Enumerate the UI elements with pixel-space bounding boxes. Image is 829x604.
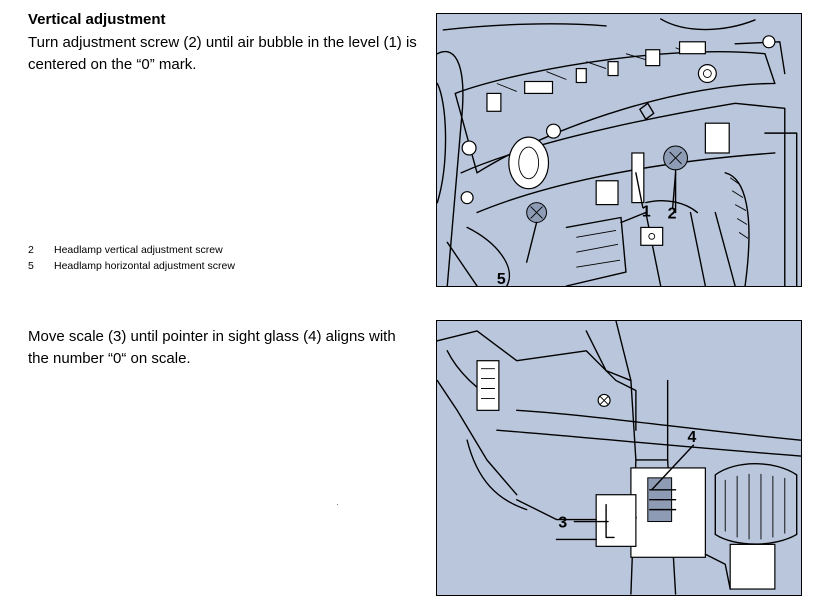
sight-glass-scale-illustration: 4 3 [436, 320, 802, 596]
callout-level: 1 [642, 204, 651, 221]
scale-adjustment-instruction: Move scale (3) until pointer in sight gl… [28, 328, 396, 367]
legend-item-text: Headlamp vertical adjustment screw [54, 244, 223, 256]
figure-legend: 2 Headlamp vertical adjustment screw 5 H… [28, 242, 235, 274]
legend-item-number: 5 [28, 260, 34, 272]
callout-vertical-screw: 2 [668, 205, 677, 222]
legend-item-text: Headlamp horizontal adjustment screw [54, 260, 235, 272]
vertical-adjustment-instruction: Turn adjustment screw (2) until air bubb… [28, 34, 417, 73]
legend-item: 5 Headlamp horizontal adjustment screw [28, 258, 235, 274]
legend-item: 2 Headlamp vertical adjustment screw [28, 242, 235, 258]
headlamp-adjustment-illustration: 1 2 5 [436, 13, 802, 287]
callout-sight-glass: 4 [688, 429, 697, 446]
callout-scale: 3 [558, 514, 567, 531]
stray-mark [337, 504, 338, 505]
headlamp-adjustment-drawing: 1 2 5 [437, 18, 798, 286]
legend-item-number: 2 [28, 244, 34, 256]
section-heading: Vertical adjustment [28, 11, 166, 28]
sight-glass-scale-drawing: 4 3 [437, 321, 801, 595]
callout-horizontal-screw: 5 [497, 271, 506, 286]
